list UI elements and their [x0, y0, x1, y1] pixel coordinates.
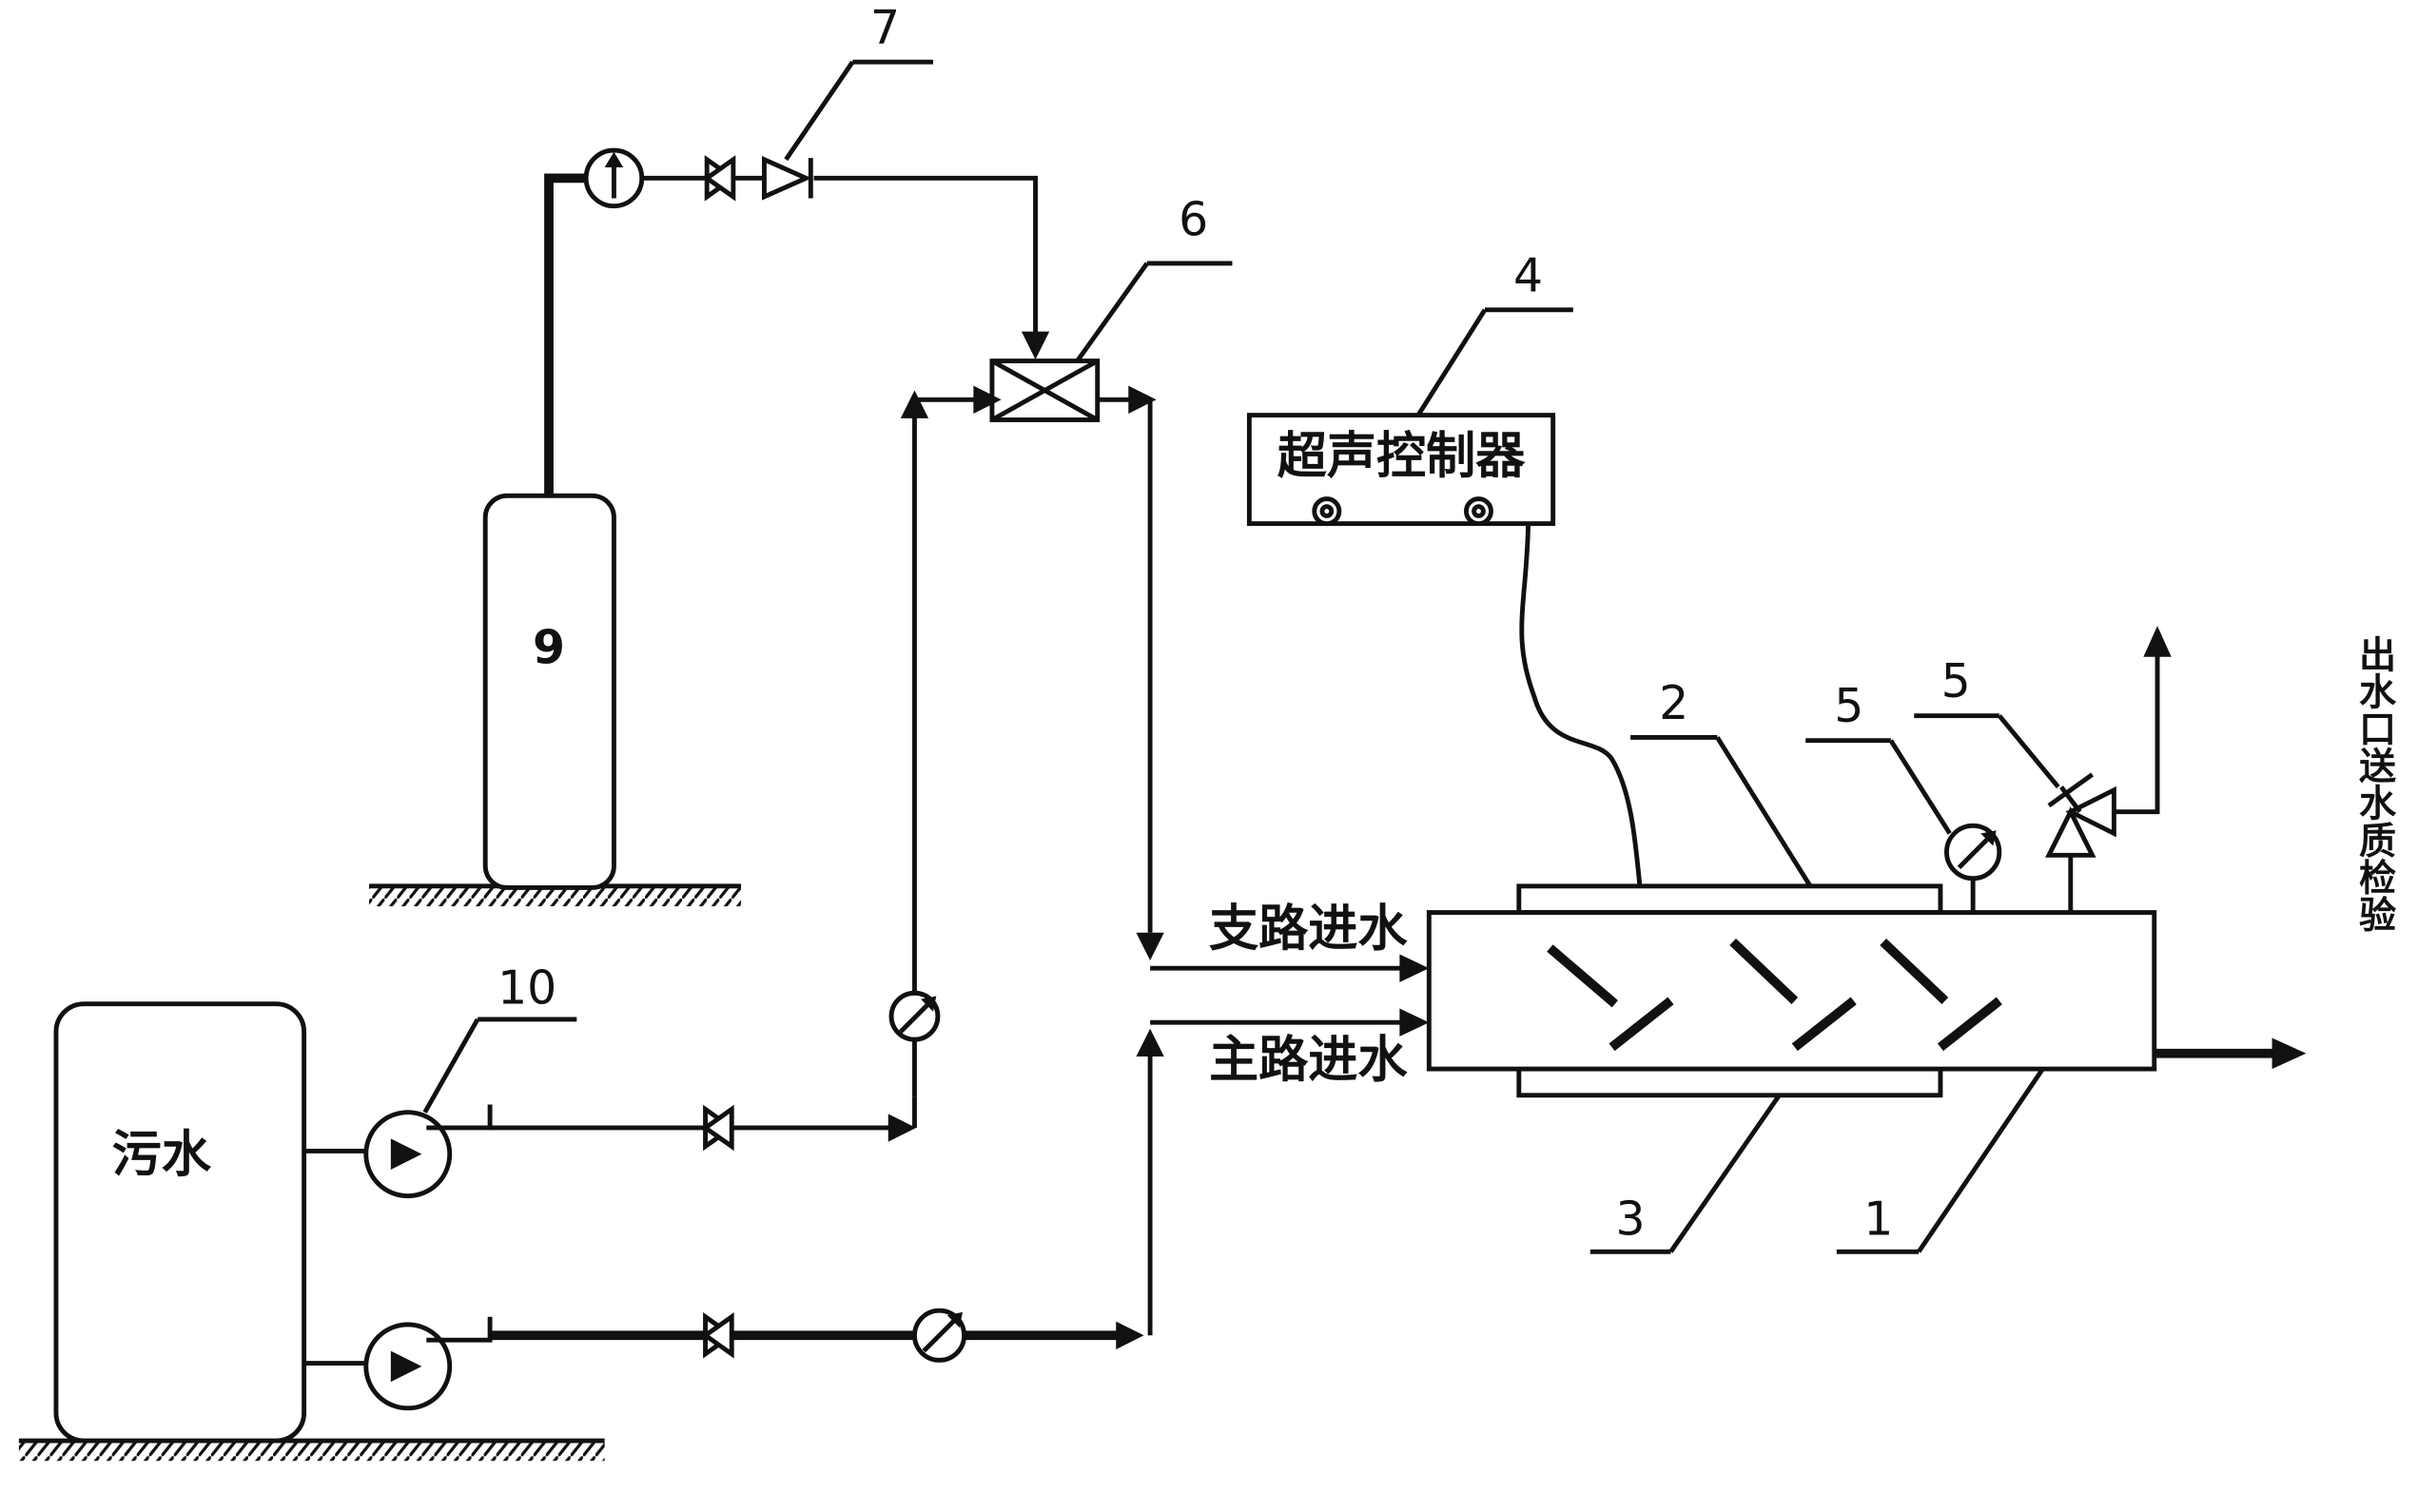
callout-10: 10	[497, 961, 556, 1016]
gas-valve-icon	[702, 155, 738, 202]
reactor-tube	[1426, 910, 2157, 1072]
controller-knob-icon	[1463, 496, 1493, 527]
main-inlet-label: 主路进水	[1209, 1032, 1408, 1089]
transducer-bottom	[1516, 1066, 1943, 1098]
callout-2: 2	[1659, 676, 1688, 730]
branch-pump-icon	[363, 1104, 493, 1199]
callout-1: 1	[1863, 1192, 1893, 1246]
gas-flow-meter-icon	[583, 147, 645, 209]
callout-8: 7	[870, 1, 900, 55]
gas-line	[544, 173, 587, 496]
cylinder-label: 9	[533, 620, 565, 674]
controller-label: 超声控制器	[1277, 428, 1526, 485]
callout-3: 3	[1616, 1192, 1646, 1246]
safety-valve-icon	[2045, 772, 2116, 858]
ground-under-tank	[18, 1438, 605, 1462]
gas-cylinder	[482, 493, 616, 890]
transducer-top	[1516, 883, 1943, 915]
callout-4: 4	[1513, 248, 1543, 302]
mixer-icon	[989, 359, 1101, 422]
callout-7: 6	[1179, 193, 1208, 247]
controller-knob-icon	[1312, 496, 1342, 527]
main-valve-icon	[701, 1312, 736, 1359]
tank-label: 污水	[112, 1127, 212, 1184]
branch-inlet-label: 支路进水	[1209, 901, 1408, 958]
main-pump-icon	[363, 1316, 493, 1411]
check-valve-icon	[762, 156, 813, 201]
branch-valve-icon	[701, 1104, 736, 1152]
outlet-label: 出水口送水质检验	[2353, 635, 2397, 933]
sewage-tank	[53, 1001, 307, 1444]
main-flow-meter-icon	[912, 1308, 967, 1363]
callout-6: 5	[1834, 679, 1863, 733]
pressure-gauge-icon	[1944, 823, 2002, 882]
reactor-baffles	[1547, 938, 2002, 1052]
branch-flow-meter-icon	[888, 990, 941, 1042]
ultrasonic-controller	[1246, 413, 1556, 527]
transducer-cable	[1519, 523, 1643, 887]
